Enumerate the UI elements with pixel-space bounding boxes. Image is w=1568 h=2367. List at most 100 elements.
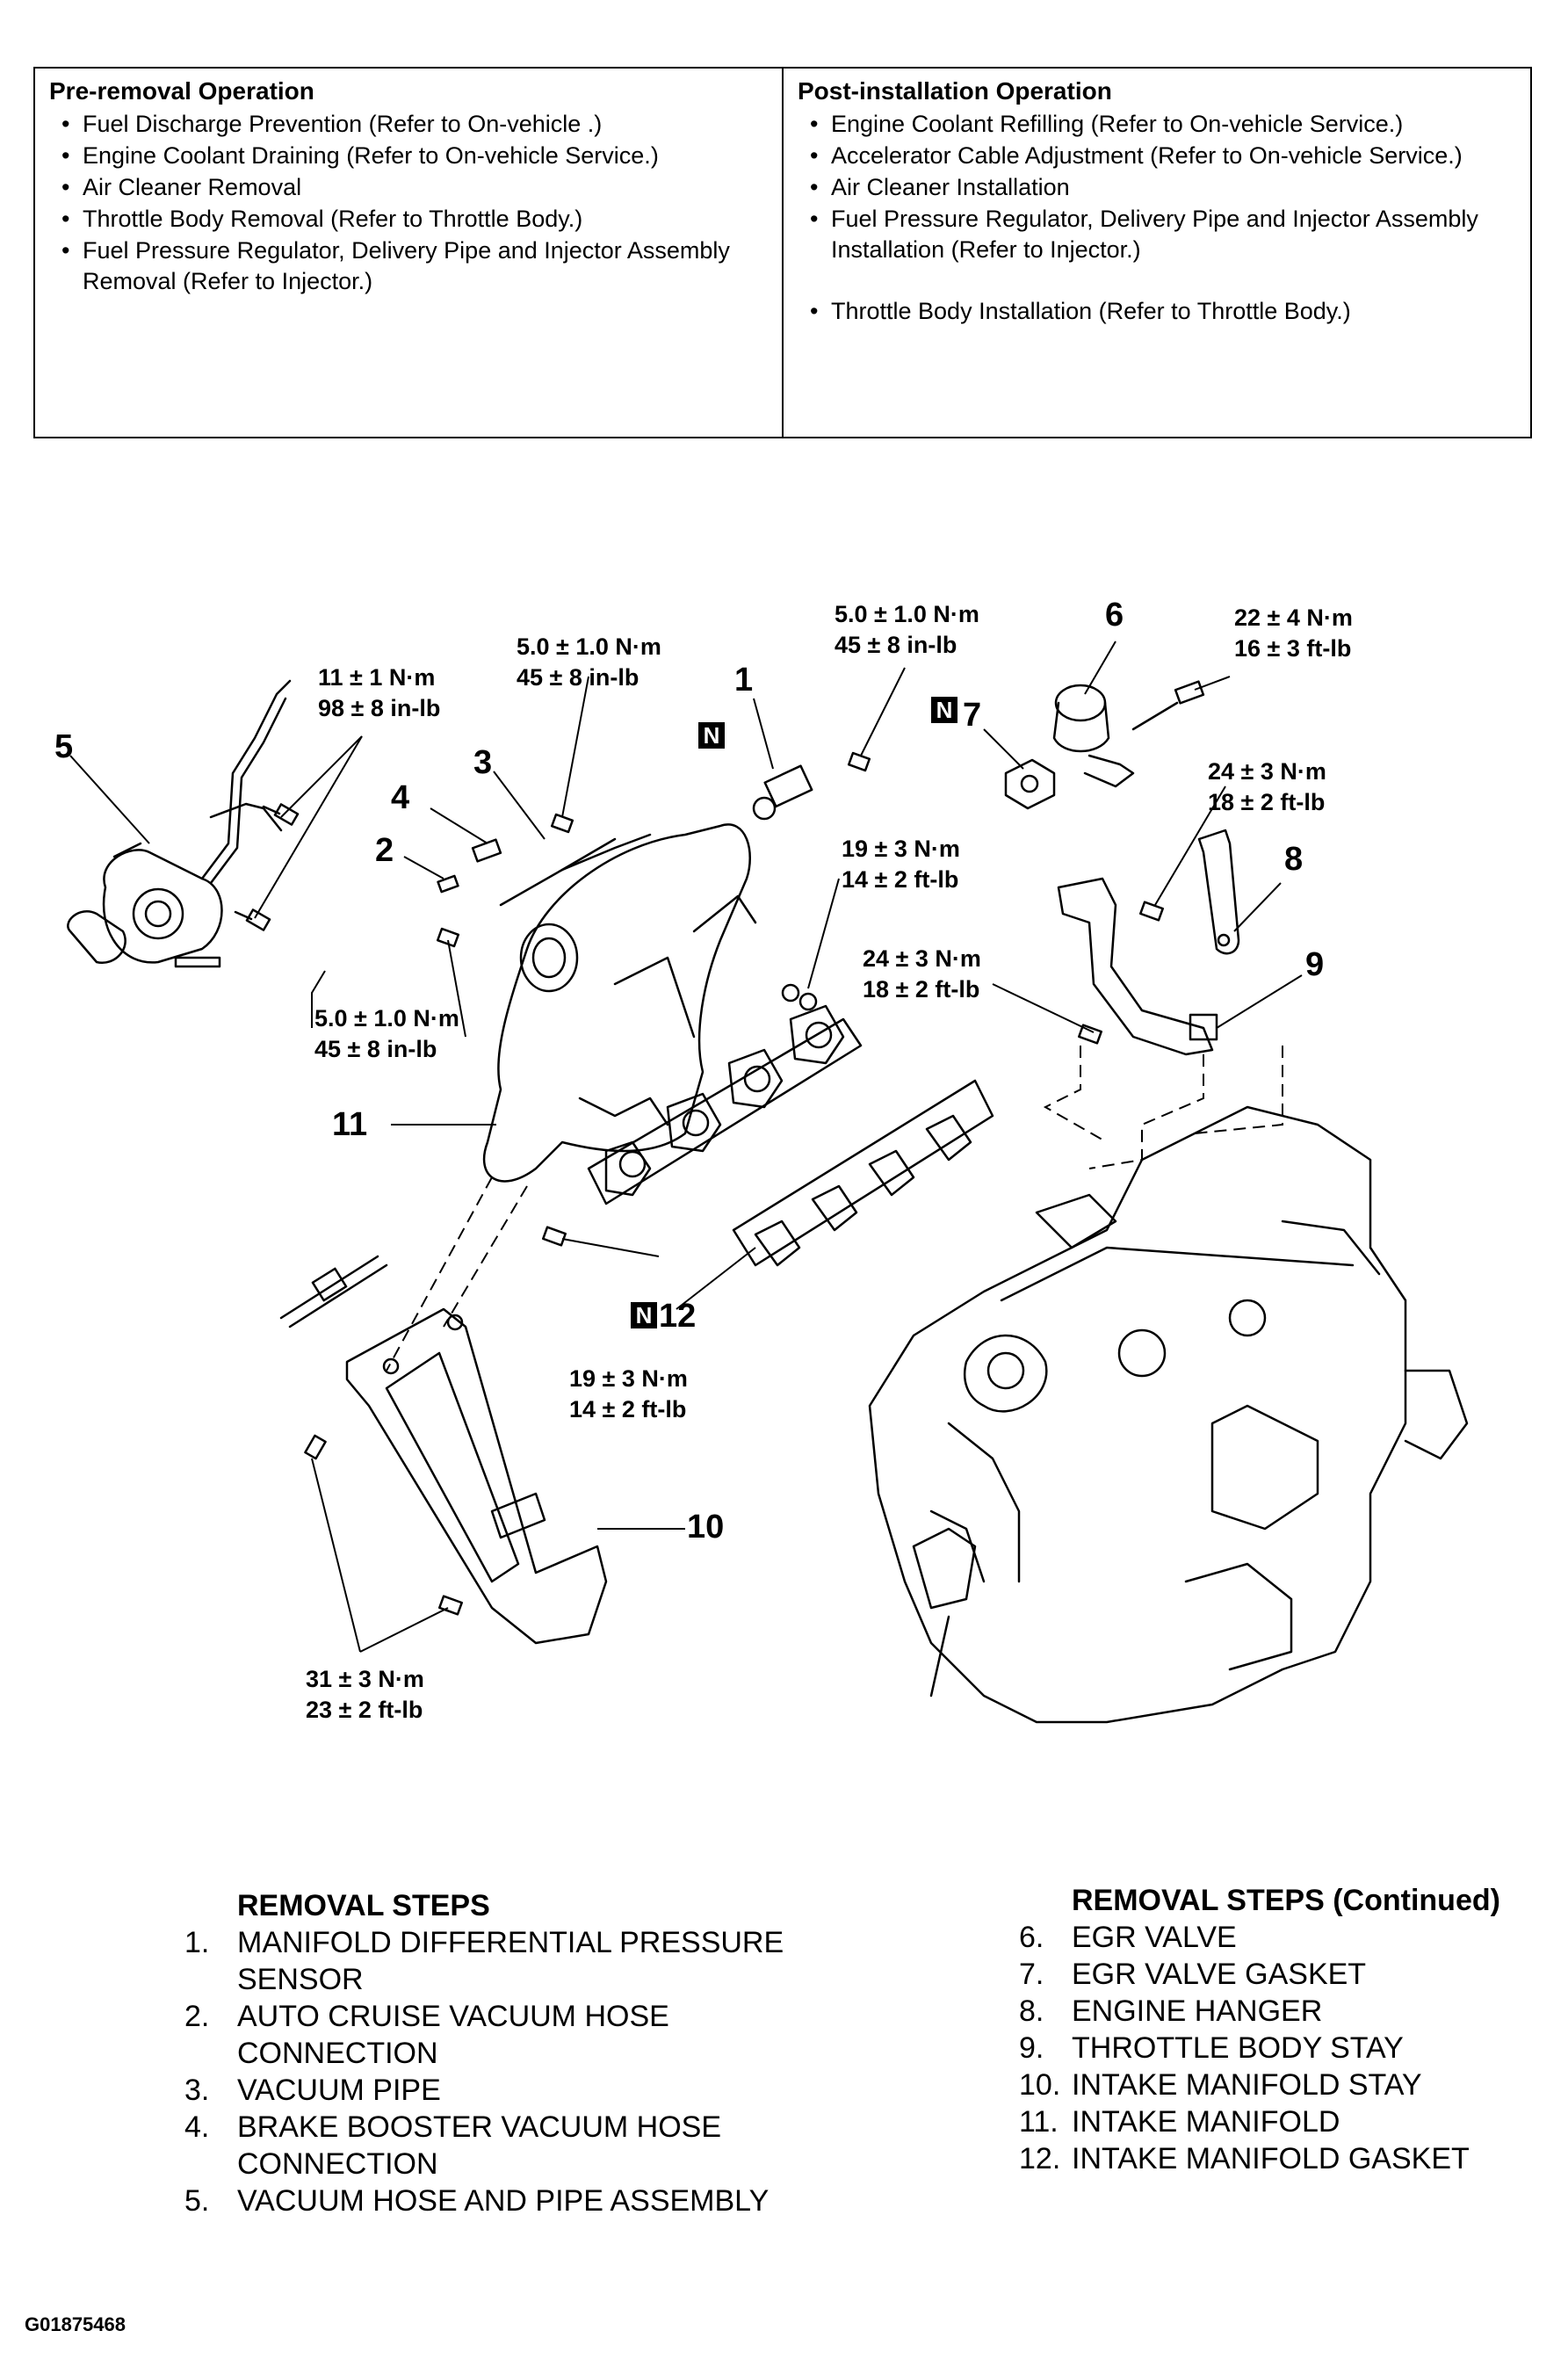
intake-manifold [482,823,863,1205]
torque-label: 14 ± 2 ft-lb [569,1396,686,1422]
step-text: VACUUM HOSE AND PIPE ASSEMBLY [237,2184,770,2218]
removal-step: 3. VACUUM PIPE [184,2072,817,2109]
pre-removal-item: Fuel Discharge Prevention (Refer to On-v… [49,109,768,140]
new-part-mark-7: N [936,697,953,723]
torque-label: 19 ± 3 N·m [842,836,960,862]
step-text: VACUUM PIPE [237,2074,441,2107]
engine-block [868,1105,1469,1724]
step-number: 11. [1019,2105,1059,2139]
bolt [847,751,871,772]
bolt [436,927,460,948]
vacuum-hose-pipe-assembly [67,679,292,968]
step-number: 5. [184,2184,210,2218]
removal-step: 5. VACUUM HOSE AND PIPE ASSEMBLY [184,2182,817,2219]
callout-12: 12 [659,1298,696,1335]
step-text: BRAKE BOOSTER VACUUM HOSE CONNECTION [237,2110,722,2181]
pre-removal-item: Engine Coolant Draining (Refer to On-veh… [49,141,768,171]
callout-6: 6 [1105,597,1124,633]
step-number: 8. [1019,1994,1044,2028]
removal-step: 6. EGR VALVE [1019,1919,1546,1956]
torque-label: 45 ± 8 in-lb [835,632,957,658]
step-number: 10. [1019,2068,1061,2102]
nut [781,983,818,1011]
callout-11: 11 [332,1106,367,1143]
step-number: 9. [1019,2031,1044,2065]
removal-step: 12. INTAKE MANIFOLD GASKET [1019,2140,1546,2177]
removal-steps-title: REMOVAL STEPS [237,1889,490,1922]
callout-9: 9 [1305,946,1324,983]
step-text: THROTTLE BODY STAY [1072,2031,1404,2065]
egr-valve [1052,680,1205,788]
step-text: EGR VALVE GASKET [1072,1958,1367,1991]
egr-valve-gasket [1004,758,1056,810]
callout-2: 2 [375,832,394,869]
vacuum-pipe [499,833,652,907]
post-installation-item: Throttle Body Installation (Refer to Thr… [798,296,1516,327]
torque-label: 5.0 ± 1.0 N·m [517,633,661,660]
removal-step: 1. MANIFOLD DIFFERENTIAL PRESSURE SENSOR [184,1924,817,1998]
stud-bolt [279,1255,388,1328]
torque-label: 19 ± 3 N·m [569,1365,688,1392]
new-part-mark-1: N [704,722,720,749]
removal-step: 8. ENGINE HANGER [1019,1993,1546,2030]
removal-steps: REMOVAL STEPS 1. MANIFOLD DIFFERENTIAL PR… [184,1887,817,2219]
bolt [542,1226,567,1247]
torque-label: 23 ± 2 ft-lb [306,1697,423,1723]
bolt [550,813,574,834]
torque-label: 24 ± 3 N·m [863,945,981,972]
callout-10: 10 [687,1509,724,1545]
step-number: 3. [184,2074,210,2107]
callout-1: 1 [734,662,753,699]
new-part-marks: N N N [631,697,957,1328]
step-number: 1. [184,1926,210,1959]
callout-4: 4 [391,779,409,816]
intake-manifold-stay [304,1307,608,1645]
torque-label: 98 ± 8 in-lb [318,695,440,721]
step-number: 2. [184,2000,210,2033]
step-text: INTAKE MANIFOLD STAY [1072,2068,1422,2102]
post-installation-list: Engine Coolant Refilling (Refer to On-ve… [798,109,1516,327]
step-number: 7. [1019,1958,1044,1991]
removal-steps-continued: REMOVAL STEPS (Continued) 6.EGR VALVE 7.… [1019,1882,1546,2177]
step-number: 4. [184,2110,210,2144]
step-text: EGR VALVE [1072,1921,1237,1954]
removal-step: 7. EGR VALVE GASKET [1019,1956,1546,1993]
callout-7: 7 [963,697,981,734]
torque-label: 14 ± 2 ft-lb [842,866,958,893]
post-installation-title: Post-installation Operation [798,77,1112,105]
bolt [234,908,271,931]
step-text: INTAKE MANIFOLD GASKET [1072,2142,1470,2175]
torque-label: 22 ± 4 N·m [1234,604,1353,631]
callout-8: 8 [1284,841,1303,878]
step-number: 6. [1019,1921,1044,1954]
step-text: MANIFOLD DIFFERENTIAL PRESSURE SENSOR [237,1926,784,1996]
brake-booster-hose-connection [471,838,502,863]
new-part-mark-12: N [636,1302,653,1328]
pre-removal-column: Pre-removal Operation Fuel Discharge Pre… [35,69,782,437]
post-installation-item: Air Cleaner Installation [798,172,1516,203]
pre-removal-item: Fuel Pressure Regulator, Delivery Pipe a… [49,235,768,297]
pre-removal-title: Pre-removal Operation [49,77,314,105]
torque-label: 18 ± 2 ft-lb [863,976,979,1003]
post-installation-item: Fuel Pressure Regulator, Delivery Pipe a… [798,204,1516,265]
removal-steps-continued-list: 6. EGR VALVE 7. EGR VALVE GASKET 8. ENGINE … [1019,1919,1546,2177]
step-text: AUTO CRUISE VACUUM HOSE CONNECTION [237,2000,669,2070]
figure-id: G01875468 [25,2313,126,2335]
torque-label: 5.0 ± 1.0 N·m [314,1005,459,1031]
removal-step: 9. THROTTLE BODY STAY [1019,2030,1546,2067]
torque-label: 45 ± 8 in-lb [314,1036,437,1062]
callout-numbers: 5 1 3 4 2 6 7 8 9 10 11 12 [54,597,1324,1545]
pre-removal-list: Fuel Discharge Prevention (Refer to On-v… [49,109,768,297]
removal-step: 2. AUTO CRUISE VACUUM HOSE CONNECTION [184,1998,817,2072]
step-text: INTAKE MANIFOLD [1072,2105,1340,2139]
post-installation-column: Post-installation Operation Engine Coola… [782,69,1530,437]
step-number: 12. [1019,2142,1061,2175]
torque-label: 18 ± 2 ft-lb [1208,789,1325,815]
engine-hanger [1139,829,1240,955]
pre-removal-item: Air Cleaner Removal [49,172,768,203]
torque-label: 45 ± 8 in-lb [517,664,639,691]
callout-3: 3 [473,744,492,781]
step-text: ENGINE HANGER [1072,1994,1323,2028]
torque-label: 31 ± 3 N·m [306,1666,424,1692]
throttle-body-stay [1057,877,1218,1056]
